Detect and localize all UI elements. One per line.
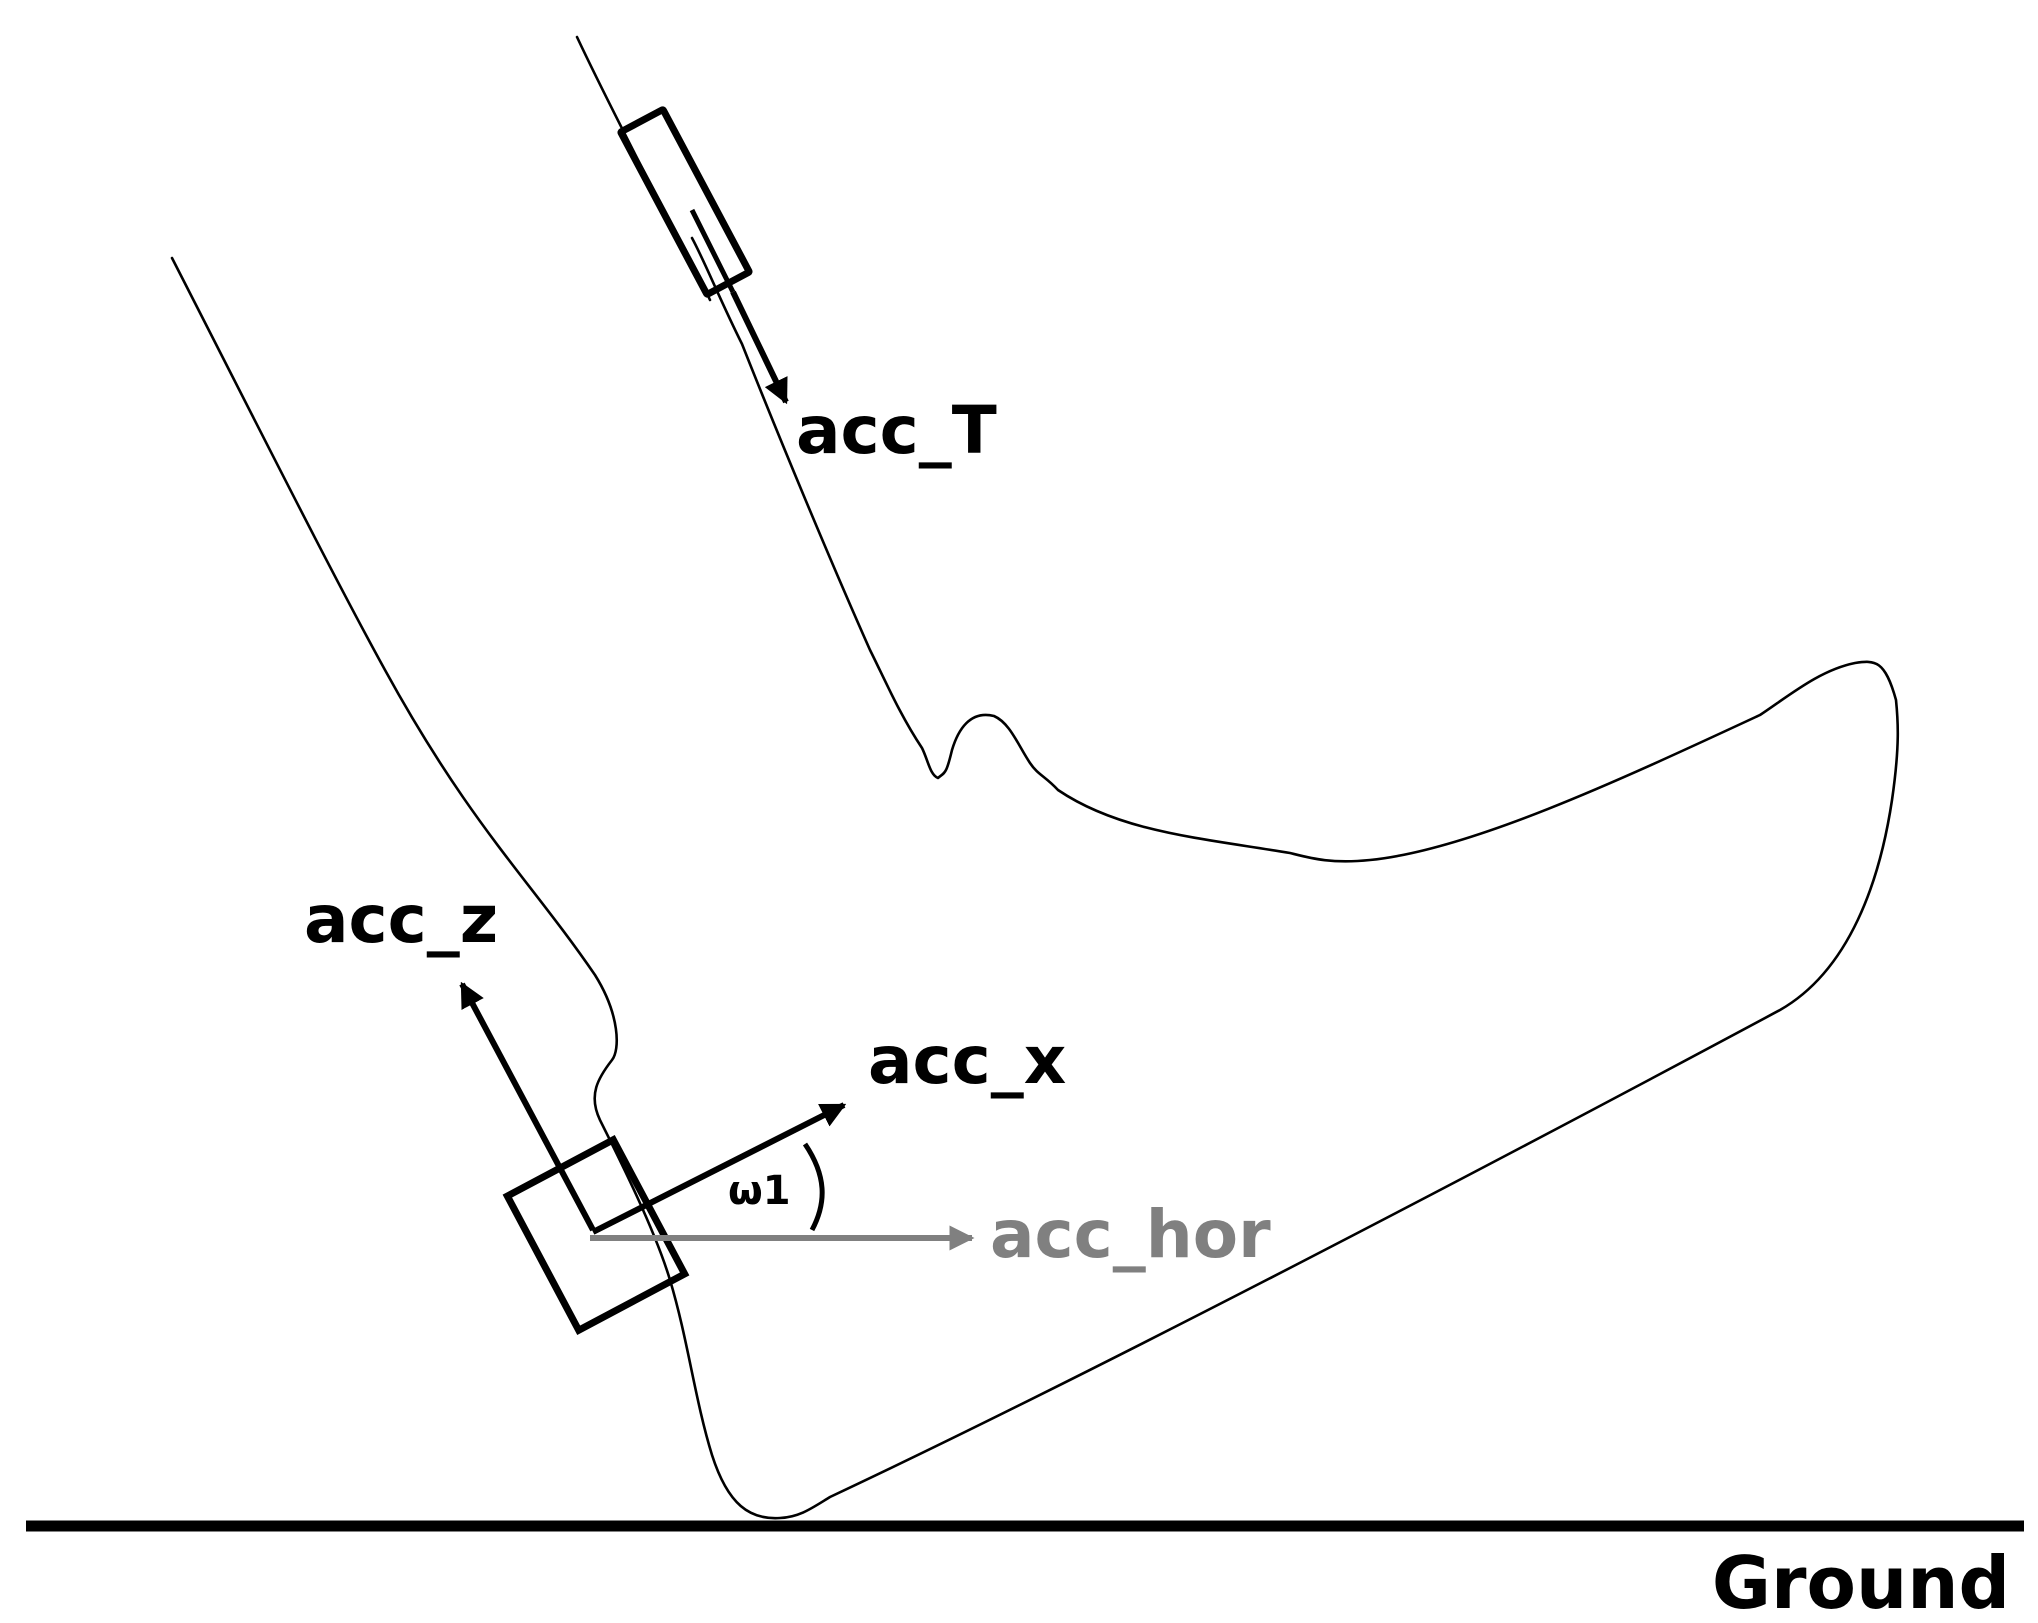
ground-label: Ground [1712,1541,2010,1623]
shank-sensor-box [617,106,753,298]
omega-label: ω1 [728,1168,791,1214]
acc-x-label: acc_x [868,1022,1066,1099]
acc-t-arrow [730,290,789,405]
acc-z-arrow [459,981,596,1232]
acc-x-arrow [591,1102,847,1235]
shank-sensor-inner-line [689,208,736,294]
acc-hor-label: acc_hor [990,1196,1271,1273]
acc-z-label: acc_z [304,881,498,958]
shank-sensor [617,106,753,298]
omega-angle-arc [802,1142,825,1232]
leg-back-and-sole-outline [170,236,1900,1520]
acc-t-label: acc_T [796,392,997,469]
